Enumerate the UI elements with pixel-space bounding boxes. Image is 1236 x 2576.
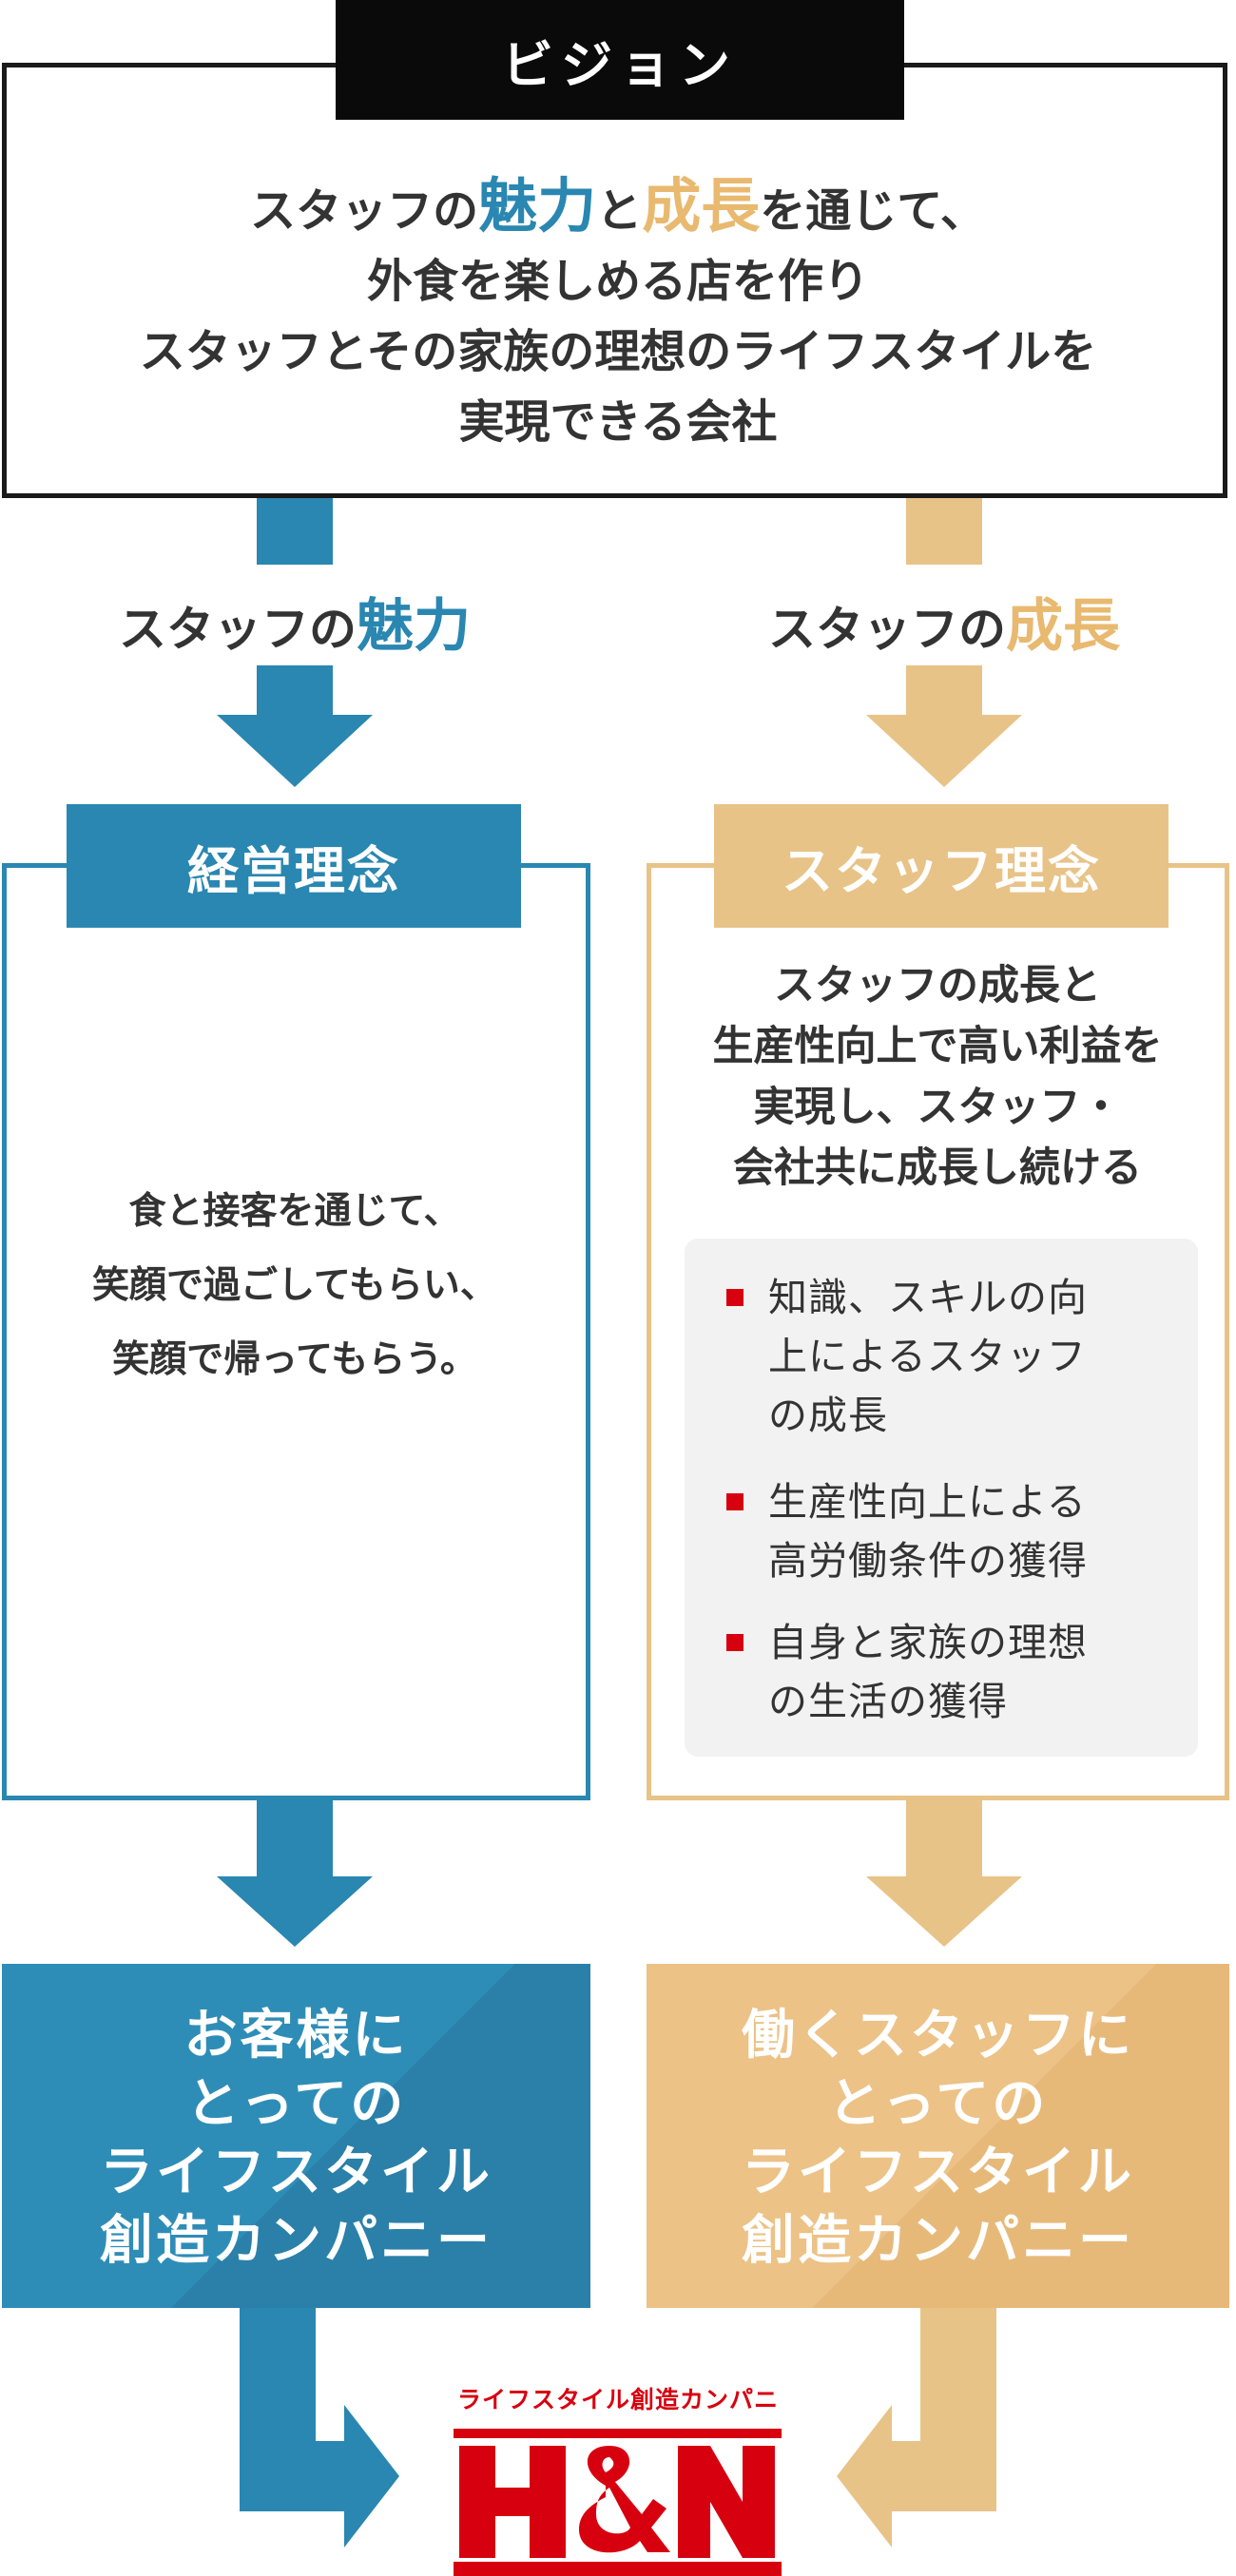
vision-tab-label: ビジョン <box>502 34 738 95</box>
management-line: 笑顔で帰ってもらう。 <box>112 1338 477 1381</box>
left-arrow-to-logo <box>240 2308 399 2547</box>
left-subtitle: スタッフの魅力 <box>67 580 523 663</box>
customer-company-line: 創造カンパニー <box>100 2210 492 2272</box>
management-line: 食と接客を通じて、 <box>128 1190 461 1233</box>
list-item-line: 自身と家族の理想 <box>768 1620 1088 1665</box>
staff-tab-label: スタッフ理念 <box>782 840 1101 901</box>
list-item-line: 上によるスタッフ <box>768 1334 1087 1379</box>
right-subtitle-pre: スタッフの <box>768 602 1006 657</box>
customer-company-line: とっての <box>185 2073 407 2135</box>
vision-line-3: スタッフとその家族の理想のライフスタイルを <box>139 325 1097 378</box>
vision-line1-post: を通じて、 <box>760 184 986 238</box>
left-stem-top <box>257 498 333 565</box>
worker-company-text: 働くスタッフに とっての ライフスタイル 創造カンパニー <box>647 2002 1229 2276</box>
vision-line-4: 実現できる会社 <box>458 395 778 449</box>
red-square-bullet-icon <box>726 1493 744 1510</box>
list-item: 知識、スキルの向 上によるスタッフ の成長 <box>726 1268 1149 1445</box>
management-line: 笑顔で過ごしてもらい、 <box>92 1264 497 1307</box>
list-item-line: 高労働条件の獲得 <box>768 1538 1088 1584</box>
worker-company-line: 創造カンパニー <box>742 2210 1134 2272</box>
management-philosophy-box <box>2 863 590 1800</box>
right-arrow-mid <box>866 665 1022 787</box>
left-subtitle-pre: スタッフの <box>119 602 357 657</box>
list-item: 自身と家族の理想 の生活の獲得 <box>726 1613 1149 1731</box>
vision-line-2: 外食を楽しめる店を作り <box>366 255 869 308</box>
right-subtitle: スタッフの成長 <box>716 580 1172 663</box>
staff-line: 実現し、スタッフ・ <box>753 1084 1122 1131</box>
list-item-line: の成長 <box>768 1393 888 1438</box>
vision-box <box>2 63 1227 498</box>
left-arrow-mid <box>217 665 373 787</box>
right-arrow-low <box>866 1800 1022 1947</box>
staff-philosophy-tab: スタッフ理念 <box>714 804 1168 928</box>
worker-company-line: ライフスタイル <box>742 2142 1134 2203</box>
list-item-line: の生活の獲得 <box>768 1679 1008 1724</box>
staff-line: 会社共に成長し続ける <box>733 1144 1142 1192</box>
right-arrow-to-logo <box>837 2308 996 2547</box>
right-subtitle-accent: 成長 <box>1006 593 1120 660</box>
customer-company-line: ライフスタイル <box>100 2142 492 2203</box>
worker-company-line: 働くスタッフに <box>742 2005 1134 2067</box>
customer-company-text: お客様に とっての ライフスタイル 創造カンパニー <box>2 2002 590 2276</box>
customer-company-line: お客様に <box>183 2005 409 2067</box>
vision-growth-word: 成長 <box>642 171 761 240</box>
vision-statement: スタッフの魅力と成長を通じて、 外食を楽しめる店を作り スタッフとその家族の理想… <box>38 171 1198 457</box>
right-stem-top <box>906 498 982 565</box>
management-philosophy-text: 食と接客を通じて、 笑顔で過ごしてもらい、 笑顔で帰ってもらう。 <box>38 1175 551 1397</box>
vision-line1-mid: と <box>596 184 643 238</box>
worker-lifestyle-company-box: 働くスタッフに とっての ライフスタイル 創造カンパニー <box>647 1964 1229 2308</box>
left-arrow-low <box>217 1800 373 1947</box>
vision-line1-pre: スタッフの <box>250 184 479 238</box>
management-philosophy-tab: 経営理念 <box>67 804 521 928</box>
red-square-bullet-icon <box>726 1634 744 1651</box>
staff-line: スタッフの成長と <box>774 962 1101 1009</box>
hn-logo <box>454 2429 782 2576</box>
worker-company-line: とっての <box>827 2073 1049 2135</box>
vision-charm-word: 魅力 <box>478 171 597 240</box>
staff-line: 生産性向上で高い利益を <box>712 1023 1163 1070</box>
customer-lifestyle-company-box: お客様に とっての ライフスタイル 創造カンパニー <box>2 1964 590 2308</box>
vision-tab: ビジョン <box>336 0 904 120</box>
staff-goals-list: 知識、スキルの向 上によるスタッフ の成長 生産性向上による 高労働条件の獲得 … <box>685 1239 1198 1757</box>
list-item-line: 知識、スキルの向 <box>768 1275 1088 1320</box>
vision-line-1: スタッフの魅力と成長を通じて、 <box>38 171 1198 246</box>
management-tab-label: 経営理念 <box>187 840 400 901</box>
left-subtitle-accent: 魅力 <box>357 593 471 660</box>
staff-philosophy-text: スタッフの成長と 生産性向上で高い利益を 実現し、スタッフ・ 会社共に成長し続け… <box>666 955 1209 1199</box>
red-square-bullet-icon <box>726 1289 744 1306</box>
list-item: 生産性向上による 高労働条件の獲得 <box>726 1472 1149 1590</box>
list-item-line: 生産性向上による <box>768 1479 1087 1525</box>
